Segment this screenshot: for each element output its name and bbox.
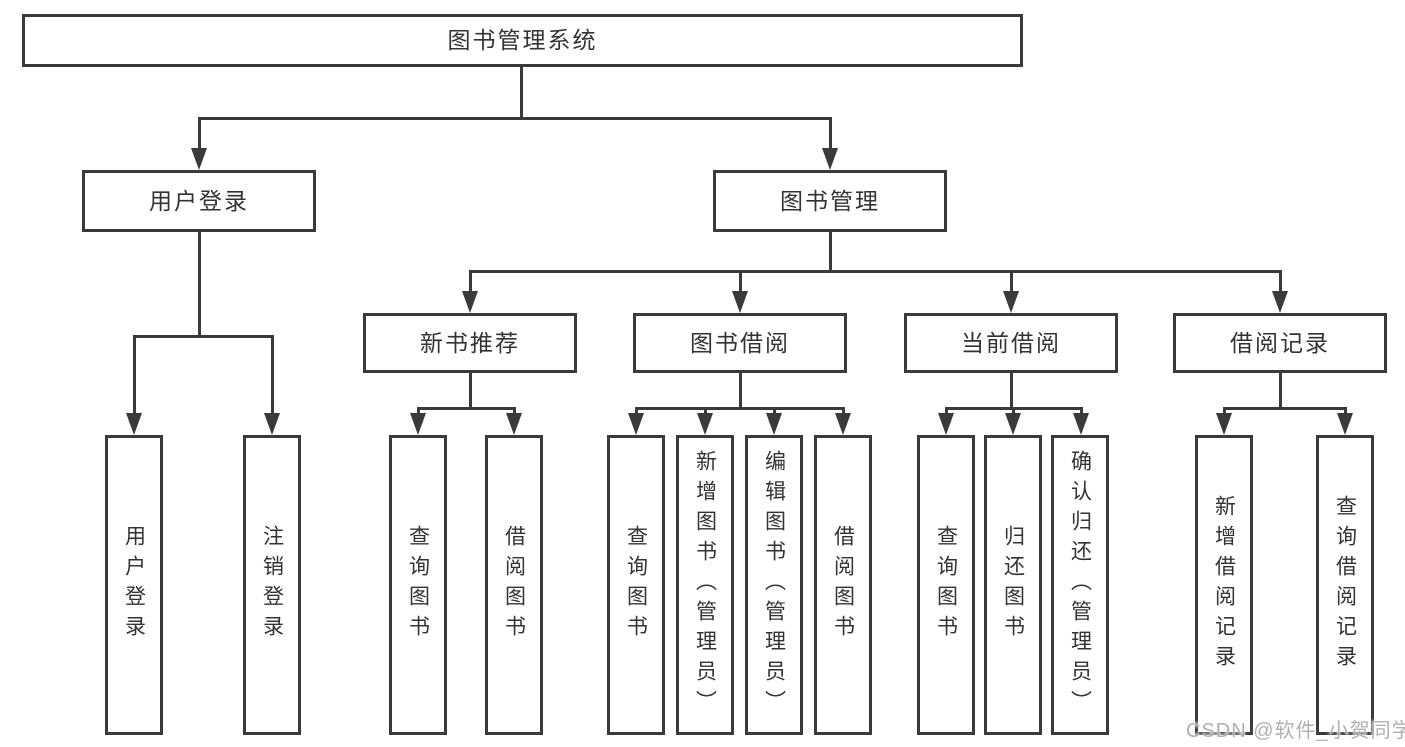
connector-line xyxy=(1080,407,1083,418)
node-new-book-recommendation: 新书推荐 xyxy=(363,313,577,373)
node-return-books: 归还图书 xyxy=(984,435,1042,735)
connector-line xyxy=(842,407,845,418)
connector-line xyxy=(829,232,832,272)
connector-line xyxy=(1223,407,1226,418)
node-edit-book-admin: 编辑图书（管理员） xyxy=(745,435,803,735)
arrow-down-icon xyxy=(628,413,644,435)
arrow-down-icon xyxy=(938,413,954,435)
connector-line xyxy=(773,407,776,418)
node-label: 编辑图书（管理员） xyxy=(762,450,786,720)
node-label: 查询图书 xyxy=(624,525,648,645)
connector-line xyxy=(1344,407,1347,418)
node-label: 归还图书 xyxy=(1001,525,1025,645)
connector-line xyxy=(1012,407,1015,418)
arrow-down-icon xyxy=(506,413,522,435)
connector-line xyxy=(271,335,274,418)
connector-line xyxy=(704,407,707,418)
connector-line xyxy=(739,373,742,409)
node-label: 确认归还（管理员） xyxy=(1068,450,1092,720)
node-borrow-books-borrowing: 借阅图书 xyxy=(814,435,872,735)
node-label: 新增借阅记录 xyxy=(1212,495,1236,675)
arrow-down-icon xyxy=(697,413,713,435)
connector-line xyxy=(1223,407,1347,410)
arrow-down-icon xyxy=(1005,413,1021,435)
connector-line xyxy=(469,373,472,409)
node-add-book-admin: 新增图书（管理员） xyxy=(676,435,734,735)
connector-line xyxy=(469,270,1282,273)
node-label: 查询图书 xyxy=(934,525,958,645)
node-label: 用户登录 xyxy=(122,525,146,645)
node-label: 新增图书（管理员） xyxy=(693,450,717,720)
node-borrow-books-recommend: 借阅图书 xyxy=(485,435,543,735)
arrow-down-icon xyxy=(1272,291,1288,313)
node-label: 图书管理 xyxy=(780,187,880,214)
connector-line xyxy=(1279,270,1282,296)
node-book-management: 图书管理 xyxy=(713,170,947,232)
node-current-borrowing: 当前借阅 xyxy=(904,313,1118,373)
node-label: 查询图书 xyxy=(406,525,430,645)
node-query-borrow-record: 查询借阅记录 xyxy=(1316,435,1374,735)
node-logout: 注销登录 xyxy=(243,435,301,735)
connector-line xyxy=(635,407,845,410)
arrow-down-icon xyxy=(462,291,478,313)
connector-line xyxy=(739,270,742,296)
arrow-down-icon xyxy=(766,413,782,435)
node-label: 查询借阅记录 xyxy=(1333,495,1357,675)
arrow-down-icon xyxy=(126,413,142,435)
node-borrowing-records: 借阅记录 xyxy=(1173,313,1387,373)
connector-line xyxy=(1279,373,1282,409)
node-book-borrowing: 图书借阅 xyxy=(633,313,847,373)
connector-line xyxy=(513,407,516,418)
watermark: CSDN @软件_小贺同学 xyxy=(1186,720,1405,742)
node-query-books-recommend: 查询图书 xyxy=(389,435,447,735)
node-label: 新书推荐 xyxy=(420,329,520,356)
connector-line xyxy=(635,407,638,418)
arrow-down-icon xyxy=(1337,413,1353,435)
connector-line xyxy=(133,335,274,338)
arrow-down-icon xyxy=(191,148,207,170)
arrow-down-icon xyxy=(1073,413,1089,435)
connector-line xyxy=(133,335,136,418)
node-label: 图书借阅 xyxy=(690,329,790,356)
node-user-login-leaf: 用户登录 xyxy=(105,435,163,735)
connector-line xyxy=(198,232,201,337)
arrow-down-icon xyxy=(1216,413,1232,435)
node-query-books-current: 查询图书 xyxy=(917,435,975,735)
node-label: 借阅记录 xyxy=(1230,329,1330,356)
node-label: 用户登录 xyxy=(149,187,249,214)
connector-line xyxy=(469,270,472,296)
node-label: 图书管理系统 xyxy=(447,27,598,53)
arrow-down-icon xyxy=(1003,291,1019,313)
connector-line xyxy=(1010,373,1013,409)
node-user-login: 用户登录 xyxy=(82,170,316,232)
connector-line xyxy=(198,117,832,120)
connector-line xyxy=(417,407,420,418)
arrow-down-icon xyxy=(835,413,851,435)
arrow-down-icon xyxy=(732,291,748,313)
node-query-books-borrowing: 查询图书 xyxy=(607,435,665,735)
connector-line xyxy=(829,117,832,152)
node-label: 当前借阅 xyxy=(961,329,1061,356)
node-label: 借阅图书 xyxy=(502,525,526,645)
connector-line xyxy=(945,407,948,418)
connector-line xyxy=(198,117,201,152)
connector-line xyxy=(520,67,523,119)
arrow-down-icon xyxy=(410,413,426,435)
connector-line xyxy=(1010,270,1013,296)
node-label: 借阅图书 xyxy=(831,525,855,645)
node-confirm-return-admin: 确认归还（管理员） xyxy=(1051,435,1109,735)
node-add-borrow-record: 新增借阅记录 xyxy=(1195,435,1253,735)
arrow-down-icon xyxy=(264,413,280,435)
node-label: 注销登录 xyxy=(260,525,284,645)
node-library-management-system: 图书管理系统 xyxy=(22,14,1023,67)
connector-line xyxy=(417,407,516,410)
arrow-down-icon xyxy=(822,148,838,170)
